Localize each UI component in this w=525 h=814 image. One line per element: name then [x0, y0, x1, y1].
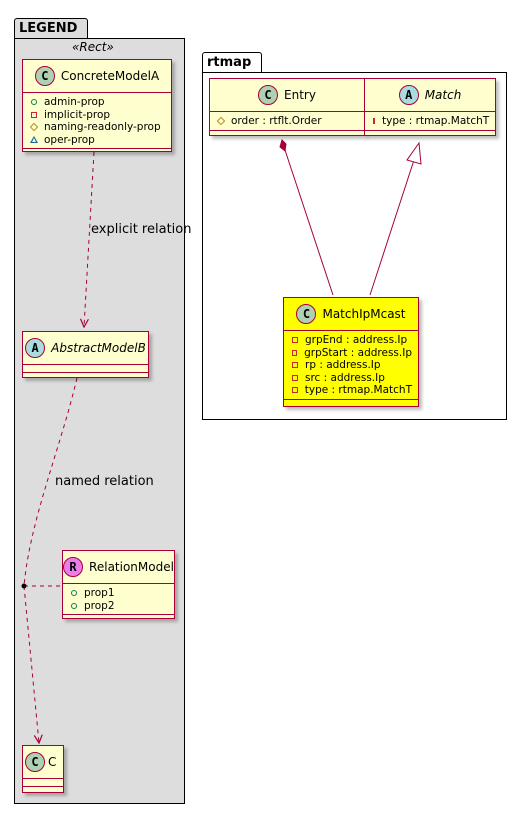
named-relation-label: named relation	[55, 474, 154, 489]
private-visibility-icon	[292, 374, 298, 381]
rtmap-package-tab: rtmap	[202, 52, 262, 73]
class-c-icon: C	[296, 304, 317, 324]
composition-diamond	[279, 139, 287, 152]
class-name: RelationModel	[89, 560, 174, 574]
class-abstract-model-b[interactable]: A AbstractModelB	[22, 331, 149, 378]
attribute-row: admin-prop	[29, 96, 165, 109]
attribute-row: order : rtflt.Order	[216, 115, 358, 128]
private-visibility-icon	[292, 349, 298, 356]
class-match-ip-mcast[interactable]: C MatchIpMcast grpEnd : address.Ip grpSt…	[283, 297, 419, 407]
public-visibility-icon	[71, 602, 77, 609]
public-visibility-icon	[71, 590, 77, 597]
attribute-row: implicit-prop	[29, 109, 165, 122]
attribute-row: grpEnd : address.Ip	[290, 334, 412, 347]
class-name: Entry	[284, 88, 316, 102]
class-name: ConcreteModelA	[60, 69, 160, 83]
private-visibility-icon	[292, 362, 298, 369]
relation-r-icon: R	[63, 557, 84, 577]
legend-stereotype: «Rect»	[72, 40, 114, 54]
class-c-icon: C	[258, 85, 279, 105]
protected-visibility-icon	[29, 123, 39, 132]
attribute-row: src : address.Ip	[290, 372, 412, 385]
package-visibility-icon	[30, 136, 38, 144]
private-visibility-icon	[373, 118, 375, 125]
protected-visibility-icon	[216, 117, 226, 126]
class-c[interactable]: C C	[22, 745, 64, 793]
attribute-row: type : rtmap.MatchT	[371, 115, 489, 128]
legend-package-title: LEGEND	[19, 21, 78, 36]
attribute-row: type : rtmap.MatchT	[290, 384, 412, 397]
class-match[interactable]: A Match type : rtmap.MatchT	[364, 78, 496, 136]
named-relation-line	[23, 377, 78, 587]
class-concrete-model-a[interactable]: C ConcreteModelA admin-prop implicit-pro…	[22, 59, 172, 152]
class-name: AbstractModelB	[51, 341, 146, 355]
attribute-row: naming-readonly-prop	[29, 121, 165, 134]
relation-junction-dot	[21, 583, 27, 589]
class-relation-model[interactable]: R RelationModel prop1 prop2	[62, 550, 175, 619]
inheritance-line	[369, 159, 415, 296]
abstract-a-icon: A	[25, 338, 46, 358]
class-entry[interactable]: C Entry order : rtflt.Order	[209, 78, 365, 136]
private-visibility-icon	[31, 111, 37, 118]
private-visibility-icon	[292, 337, 298, 344]
class-name: Match	[424, 88, 462, 102]
attribute-row: prop1	[69, 587, 168, 600]
public-visibility-icon	[31, 99, 37, 106]
composition-line	[283, 146, 334, 296]
attribute-row: prop2	[69, 600, 168, 613]
attribute-row: grpStart : address.Ip	[290, 347, 412, 360]
legend-package-tab: LEGEND	[14, 18, 88, 39]
attribute-row: oper-prop	[29, 134, 165, 147]
explicit-relation-label: explicit relation	[91, 222, 192, 237]
rtmap-package-title: rtmap	[207, 55, 252, 70]
class-name: C	[48, 755, 57, 769]
class-name: MatchIpMcast	[322, 307, 406, 321]
explicit-relation-line	[84, 151, 95, 327]
legend-package	[14, 38, 185, 804]
attribute-row: rp : address.Ip	[290, 359, 412, 372]
named-relation-arrow-line	[23, 585, 39, 743]
inheritance-triangle	[406, 141, 422, 165]
class-c-icon: C	[34, 66, 55, 86]
abstract-a-icon: A	[398, 85, 419, 105]
class-c-icon: C	[25, 752, 45, 772]
private-visibility-icon	[292, 387, 298, 394]
